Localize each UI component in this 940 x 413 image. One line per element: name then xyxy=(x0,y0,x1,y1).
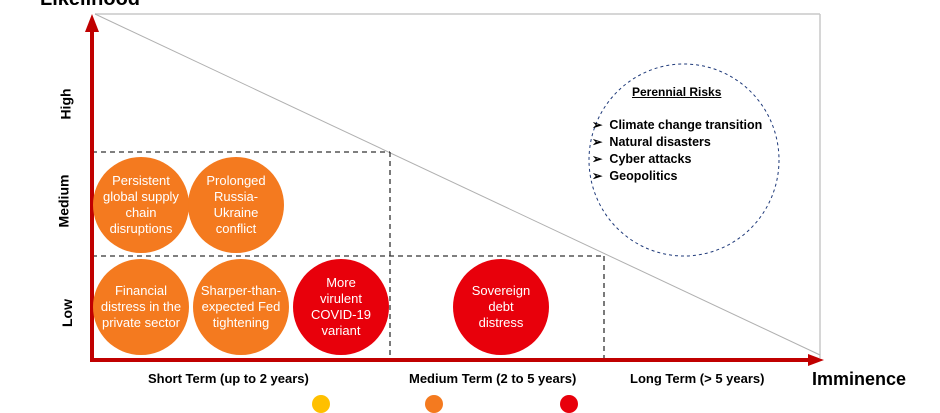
x-level-medium: Medium Term (2 to 5 years) xyxy=(409,371,577,386)
risk-bubble: Sovereign debt distress xyxy=(453,259,549,355)
perennial-item: ➢ Geopolitics xyxy=(592,169,678,183)
perennial-item: ➢ Cyber attacks xyxy=(592,152,692,166)
risk-bubble: More virulent COVID-19 variant xyxy=(293,259,389,355)
legend-yellow-dot xyxy=(312,395,330,413)
x-axis-title: Imminence xyxy=(812,369,907,389)
risk-bubble: Persistent global supply chain disruptio… xyxy=(93,157,189,253)
perennial-circle xyxy=(588,63,780,257)
dashed-grid xyxy=(92,151,605,360)
y-level-low: Low xyxy=(59,299,75,327)
legend-orange-dot xyxy=(425,395,443,413)
perennial-list: ➢ Climate change transition ➢ Natural di… xyxy=(592,117,762,185)
matrix-frame xyxy=(85,13,824,366)
x-level-long: Long Term (> 5 years) xyxy=(630,371,765,386)
x-axis-arrow xyxy=(808,354,824,366)
x-level-short: Short Term (up to 2 years) xyxy=(148,371,309,386)
y-axis-title: Likelihood xyxy=(40,0,140,11)
risk-bubble: Prolonged Russia-Ukraine conflict xyxy=(188,157,284,253)
risk-bubble: Financial distress in the private sector xyxy=(93,259,189,355)
perennial-title: Perennial Risks xyxy=(632,85,722,99)
y-axis-arrow xyxy=(85,14,99,32)
y-level-medium: Medium xyxy=(55,174,72,228)
perennial-item: ➢ Natural disasters xyxy=(592,135,711,149)
diagonal-line xyxy=(94,13,821,356)
risk-bubble: Sharper-than-expected Fed tightening xyxy=(193,259,289,355)
y-level-high: High xyxy=(57,88,74,120)
perennial-item: ➢ Climate change transition xyxy=(592,118,763,132)
legend-red-dot xyxy=(560,395,578,413)
